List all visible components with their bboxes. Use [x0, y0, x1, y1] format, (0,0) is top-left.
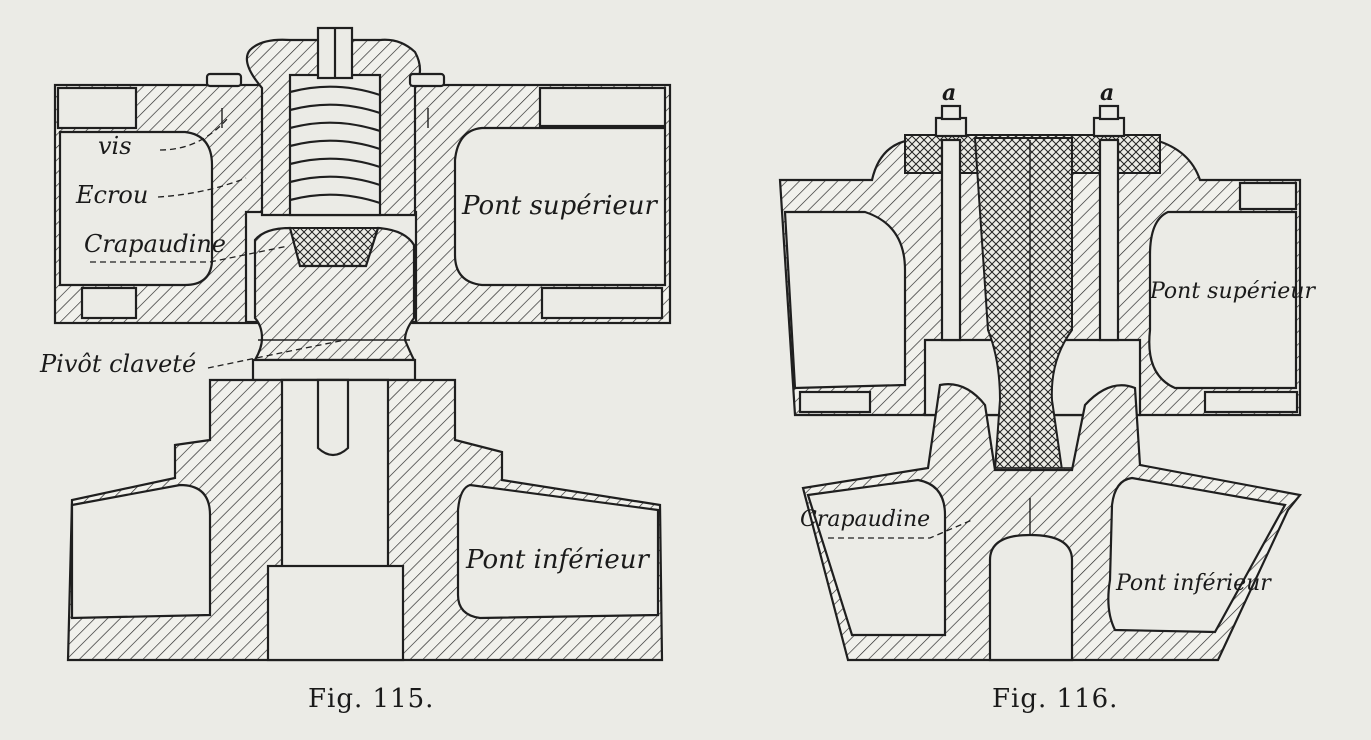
fig115-caption: Fig. 115. [308, 684, 434, 714]
fig116-label-pont-sup: Pont supérieur [1149, 279, 1316, 304]
figure-116: a a Pont supérieur Crapaudine Pont infér… [778, 80, 1316, 714]
fig116-bolt-right [1092, 104, 1126, 138]
fig116-label-crapaudine: Crapaudine [800, 507, 930, 532]
fig115-label-crapaudine: Crapaudine [84, 230, 226, 258]
fig116-label-a-right: a [1100, 80, 1114, 106]
fig115-label-pivot: Pivôt claveté [39, 350, 196, 378]
fig115-thread [289, 85, 381, 205]
fig115-nut [205, 26, 446, 217]
fig115-label-pont-inf: Pont inférieur [465, 545, 650, 575]
fig116-bolt-left [934, 104, 968, 138]
fig116-caption: Fig. 116. [992, 684, 1118, 714]
fig116-pivot [973, 137, 1073, 471]
fig116-label-pont-inf: Pont inférieur [1115, 571, 1272, 596]
fig115-label-pont-sup: Pont supérieur [461, 191, 659, 221]
fig115-lower-bridge [66, 378, 664, 662]
fig116-label-a-left: a [942, 80, 956, 106]
fig115-crapaudine [284, 227, 380, 267]
fig115-label-vis: vis [98, 132, 132, 160]
fig115-label-ecrou: Ecrou [75, 181, 148, 209]
figure-115: vis Ecrou Crapaudine Pivôt claveté Pont … [39, 26, 672, 714]
fig116-lower-bridge [801, 383, 1303, 662]
